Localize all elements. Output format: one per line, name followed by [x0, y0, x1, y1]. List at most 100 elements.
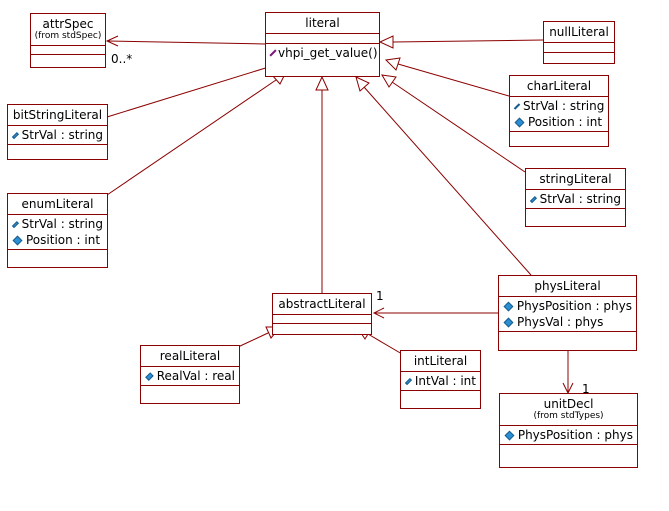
class-header: nullLiteral	[544, 22, 614, 43]
class-header: intLiteral	[401, 351, 480, 372]
class-name: physLiteral	[534, 279, 601, 293]
attributes-compartment: StrVal : string	[526, 190, 625, 209]
class-header: realLiteral	[141, 346, 239, 367]
attribute-text: IntVal : int	[414, 374, 476, 388]
operations-compartment	[526, 209, 625, 216]
operation-text: vhpi_get_value()	[278, 46, 378, 60]
gen-enum-literal	[106, 79, 277, 196]
attributes-compartment	[544, 43, 614, 53]
attribute-row: PhysPosition : phys	[503, 298, 632, 314]
attribute-text: StrVal : string	[539, 192, 621, 206]
class-header: charLiteral	[510, 76, 608, 97]
gen-arrow-string	[381, 74, 397, 88]
multiplicity-abstractliteral: 1	[376, 289, 384, 303]
operations-compartment	[500, 445, 637, 454]
class-header: stringLiteral	[526, 169, 625, 190]
attributes-compartment: PhysPosition : phys PhysVal : phys	[499, 297, 636, 332]
class-name: realLiteral	[159, 349, 221, 363]
class-unitdecl[interactable]: unitDecl (from stdTypes) PhysPosition : …	[499, 393, 638, 468]
attribute-text: Position : int	[26, 233, 101, 247]
attributes-compartment: IntVal : int	[401, 372, 480, 391]
attribute-row: RealVal : real	[145, 368, 235, 384]
class-charliteral[interactable]: charLiteral StrVal : string Position : i…	[509, 75, 609, 147]
attribute-icon	[145, 371, 154, 381]
class-name: bitStringLiteral	[12, 108, 103, 122]
class-header: abstractLiteral	[273, 294, 371, 315]
attributes-compartment	[31, 46, 105, 55]
attributes-compartment	[273, 315, 371, 324]
class-intliteral[interactable]: intLiteral IntVal : int	[400, 350, 481, 409]
class-stringliteral[interactable]: stringLiteral StrVal : string	[525, 168, 626, 227]
attribute-row: StrVal : string	[529, 191, 621, 207]
class-name: attrSpec	[42, 17, 94, 31]
class-header: bitStringLiteral	[8, 105, 107, 126]
operations-compartment	[273, 324, 371, 330]
attribute-text: RealVal : real	[156, 369, 235, 383]
attribute-icon	[503, 317, 514, 327]
class-stereotype: (from stdTypes)	[533, 411, 604, 421]
attributes-compartment: PhysPosition : phys	[500, 426, 637, 445]
assoc-arrowhead-abstract	[372, 307, 385, 319]
operation-icon	[269, 49, 277, 57]
attribute-icon	[11, 220, 19, 228]
attributes-compartment: RealVal : real	[141, 367, 239, 386]
class-name: abstractLiteral	[278, 297, 366, 311]
class-name: nullLiteral	[549, 25, 609, 39]
class-name: intLiteral	[413, 354, 468, 368]
class-enumliteral[interactable]: enumLiteral StrVal : string Position : i…	[7, 193, 108, 268]
class-abstractliteral[interactable]: abstractLiteral	[272, 293, 372, 335]
attribute-icon	[11, 131, 19, 139]
multiplicity-unitdecl: 1	[582, 382, 590, 396]
operations-compartment	[141, 386, 239, 393]
attribute-row: StrVal : string	[513, 98, 605, 114]
attribute-row: Position : int	[12, 232, 103, 248]
attribute-text: PhysPosition : phys	[516, 299, 632, 313]
attribute-icon	[404, 377, 412, 385]
class-bitstringliteral[interactable]: bitStringLiteral StrVal : string	[7, 104, 108, 160]
class-literal[interactable]: literal vhpi_get_value()	[265, 12, 380, 77]
operation-row: vhpi_get_value()	[269, 45, 378, 61]
gen-phys-literal	[363, 86, 532, 276]
operations-compartment	[499, 332, 636, 341]
operations-compartment	[401, 391, 480, 398]
attribute-row: PhysVal : phys	[503, 314, 632, 330]
operations-compartment	[510, 132, 608, 139]
attributes-compartment: StrVal : string	[8, 126, 107, 145]
attribute-text: StrVal : string	[21, 128, 103, 142]
class-realliteral[interactable]: realLiteral RealVal : real	[140, 345, 240, 404]
attribute-row: StrVal : string	[11, 127, 103, 143]
attribute-text: Position : int	[528, 115, 603, 129]
attribute-row: Position : int	[514, 114, 604, 130]
attribute-icon	[513, 102, 521, 110]
gen-arrow-phys	[355, 76, 370, 92]
operations-compartment	[544, 53, 614, 61]
class-physliteral[interactable]: physLiteral PhysPosition : phys PhysVal …	[498, 275, 637, 351]
class-header: physLiteral	[499, 276, 636, 297]
multiplicity-attrspec: 0..*	[111, 52, 133, 66]
class-name: stringLiteral	[539, 172, 612, 186]
gen-nullliteral-literal	[392, 39, 544, 43]
gen-arrow-char	[384, 57, 401, 71]
attributes-compartment	[266, 34, 379, 44]
operations-compartment	[8, 145, 107, 152]
attribute-row: StrVal : string	[11, 216, 103, 232]
class-name: unitDecl	[543, 397, 594, 411]
class-name: charLiteral	[526, 79, 592, 93]
gen-bitstring-literal	[106, 65, 273, 118]
class-header: unitDecl (from stdTypes)	[500, 394, 637, 426]
gen-arrow-abstract	[315, 75, 329, 91]
class-attrspec[interactable]: attrSpec (from stdSpec)	[30, 13, 106, 68]
operations-compartment: vhpi_get_value()	[266, 44, 379, 62]
attributes-compartment: StrVal : string Position : int	[8, 215, 107, 250]
gen-string-literal	[391, 81, 526, 173]
class-name: literal	[305, 16, 340, 30]
class-nullliteral[interactable]: nullLiteral	[543, 21, 615, 64]
class-header: enumLiteral	[8, 194, 107, 215]
attribute-row: PhysPosition : phys	[504, 427, 633, 443]
class-name: enumLiteral	[21, 197, 94, 211]
attribute-text: PhysVal : phys	[517, 315, 604, 329]
class-header: literal	[266, 13, 379, 34]
assoc-literal-attrspec	[107, 40, 266, 45]
attribute-icon	[503, 301, 514, 311]
attribute-text: StrVal : string	[523, 99, 605, 113]
